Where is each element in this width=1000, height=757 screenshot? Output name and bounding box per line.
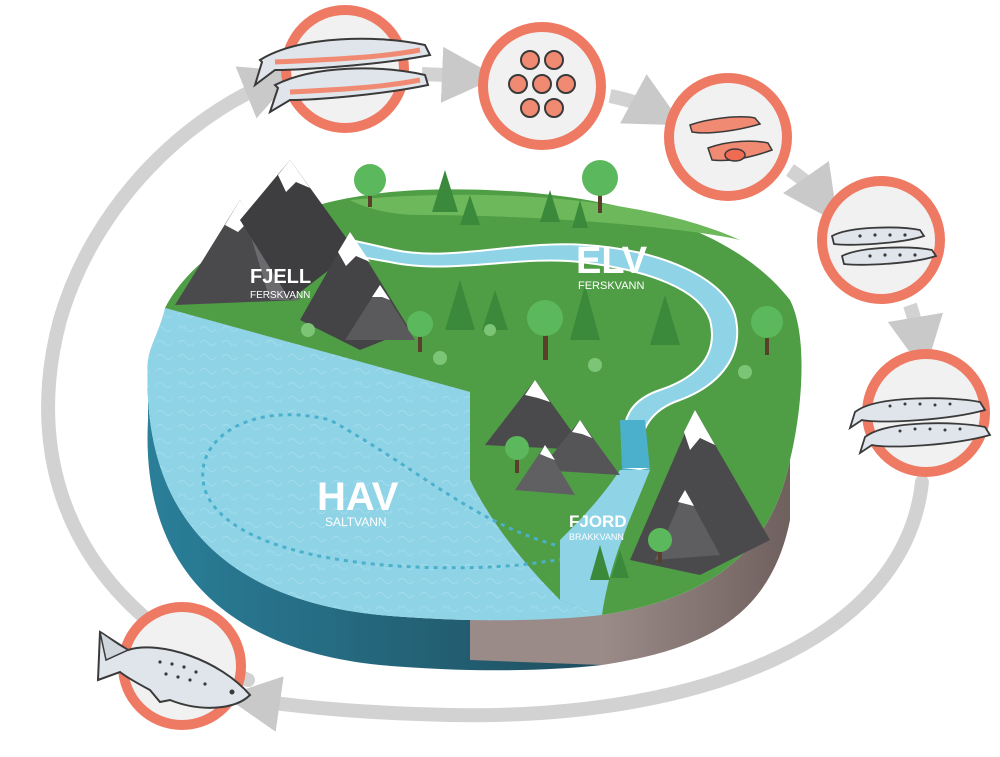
waterfall-foam bbox=[622, 468, 650, 470]
river-title: ELV bbox=[576, 240, 648, 282]
deciduous-tree bbox=[407, 311, 433, 352]
conifer-tree bbox=[540, 190, 560, 222]
deciduous-tree bbox=[751, 306, 783, 355]
mountains-center bbox=[485, 380, 620, 495]
waterfall bbox=[620, 420, 650, 470]
trees bbox=[301, 160, 783, 580]
region-label-sea: HAV SALTVANN bbox=[317, 475, 399, 529]
lifecycle-stage-smolts bbox=[848, 349, 992, 477]
fjord-water bbox=[560, 470, 650, 615]
arrow-fry-to-smolts bbox=[887, 302, 944, 373]
deciduous-tree bbox=[648, 528, 672, 563]
region-label-mountain: FJELL FERSKVANN bbox=[250, 266, 311, 301]
two-adult-salmon-icon bbox=[253, 37, 432, 115]
bush bbox=[433, 351, 447, 365]
conifer-tree bbox=[432, 170, 458, 212]
bush bbox=[588, 358, 602, 372]
landscape-disc: FJELL FERSKVANN ELV FERSKVANN HAV SALTVA… bbox=[147, 160, 802, 671]
lifecycle-stage-spawning-adults bbox=[253, 5, 432, 133]
river-subtitle: FERSKVANN bbox=[578, 280, 644, 292]
mountain-subtitle: FERSKVANN bbox=[250, 290, 310, 301]
conifer-tree bbox=[590, 545, 610, 580]
deciduous-tree bbox=[354, 164, 386, 207]
sea-wave-texture bbox=[147, 308, 603, 621]
lifecycle-stage-adult-salmon bbox=[96, 602, 252, 730]
alevin-icon bbox=[689, 116, 774, 162]
arrow-alevins-to-fry bbox=[783, 161, 839, 223]
earth-side-wall bbox=[602, 460, 790, 665]
arrow-eggs-to-alevins bbox=[608, 74, 683, 126]
fjord-subtitle: BRAKKVANN bbox=[569, 532, 624, 542]
smolt-fish-icon bbox=[848, 397, 992, 456]
conifer-tree bbox=[570, 285, 600, 340]
sea-side-wall bbox=[147, 360, 603, 671]
conifer-tree bbox=[460, 195, 480, 225]
lifecycle-stage-alevins bbox=[664, 73, 792, 201]
arrow-smolts-to-adult bbox=[224, 475, 929, 732]
sea-title: HAV bbox=[317, 475, 399, 519]
conifer-tree bbox=[572, 200, 588, 228]
salmon-eggs-icon bbox=[508, 50, 576, 118]
mountains-fjell bbox=[175, 160, 415, 350]
conifer-tree bbox=[611, 550, 629, 578]
mountain-title: FJELL bbox=[250, 266, 311, 288]
bush bbox=[484, 324, 496, 336]
deciduous-tree bbox=[505, 436, 529, 473]
sea-subtitle: SALTVANN bbox=[325, 515, 387, 529]
region-label-fjord: FJORD BRAKKVANN bbox=[569, 512, 627, 542]
lifecycle-arrows bbox=[41, 46, 944, 732]
bush bbox=[301, 323, 315, 337]
region-label-river: ELV FERSKVANN bbox=[576, 240, 648, 292]
deciduous-tree bbox=[527, 300, 563, 360]
arrow-spawning-to-eggs bbox=[421, 46, 498, 103]
fry-fish-icon bbox=[830, 226, 938, 266]
bush bbox=[738, 365, 752, 379]
conifer-tree bbox=[650, 295, 680, 345]
adult-salmon-icon bbox=[96, 630, 252, 709]
arrow-adult-to-spawning bbox=[41, 66, 298, 687]
lifecycle-stage-eggs bbox=[478, 22, 606, 150]
deciduous-tree bbox=[582, 160, 618, 213]
conifer-tree bbox=[445, 280, 475, 330]
lifecycle-stage-fry bbox=[817, 176, 945, 304]
conifer-tree bbox=[482, 290, 508, 330]
sea-migration-path bbox=[201, 413, 596, 570]
fjord-title: FJORD bbox=[569, 512, 627, 531]
